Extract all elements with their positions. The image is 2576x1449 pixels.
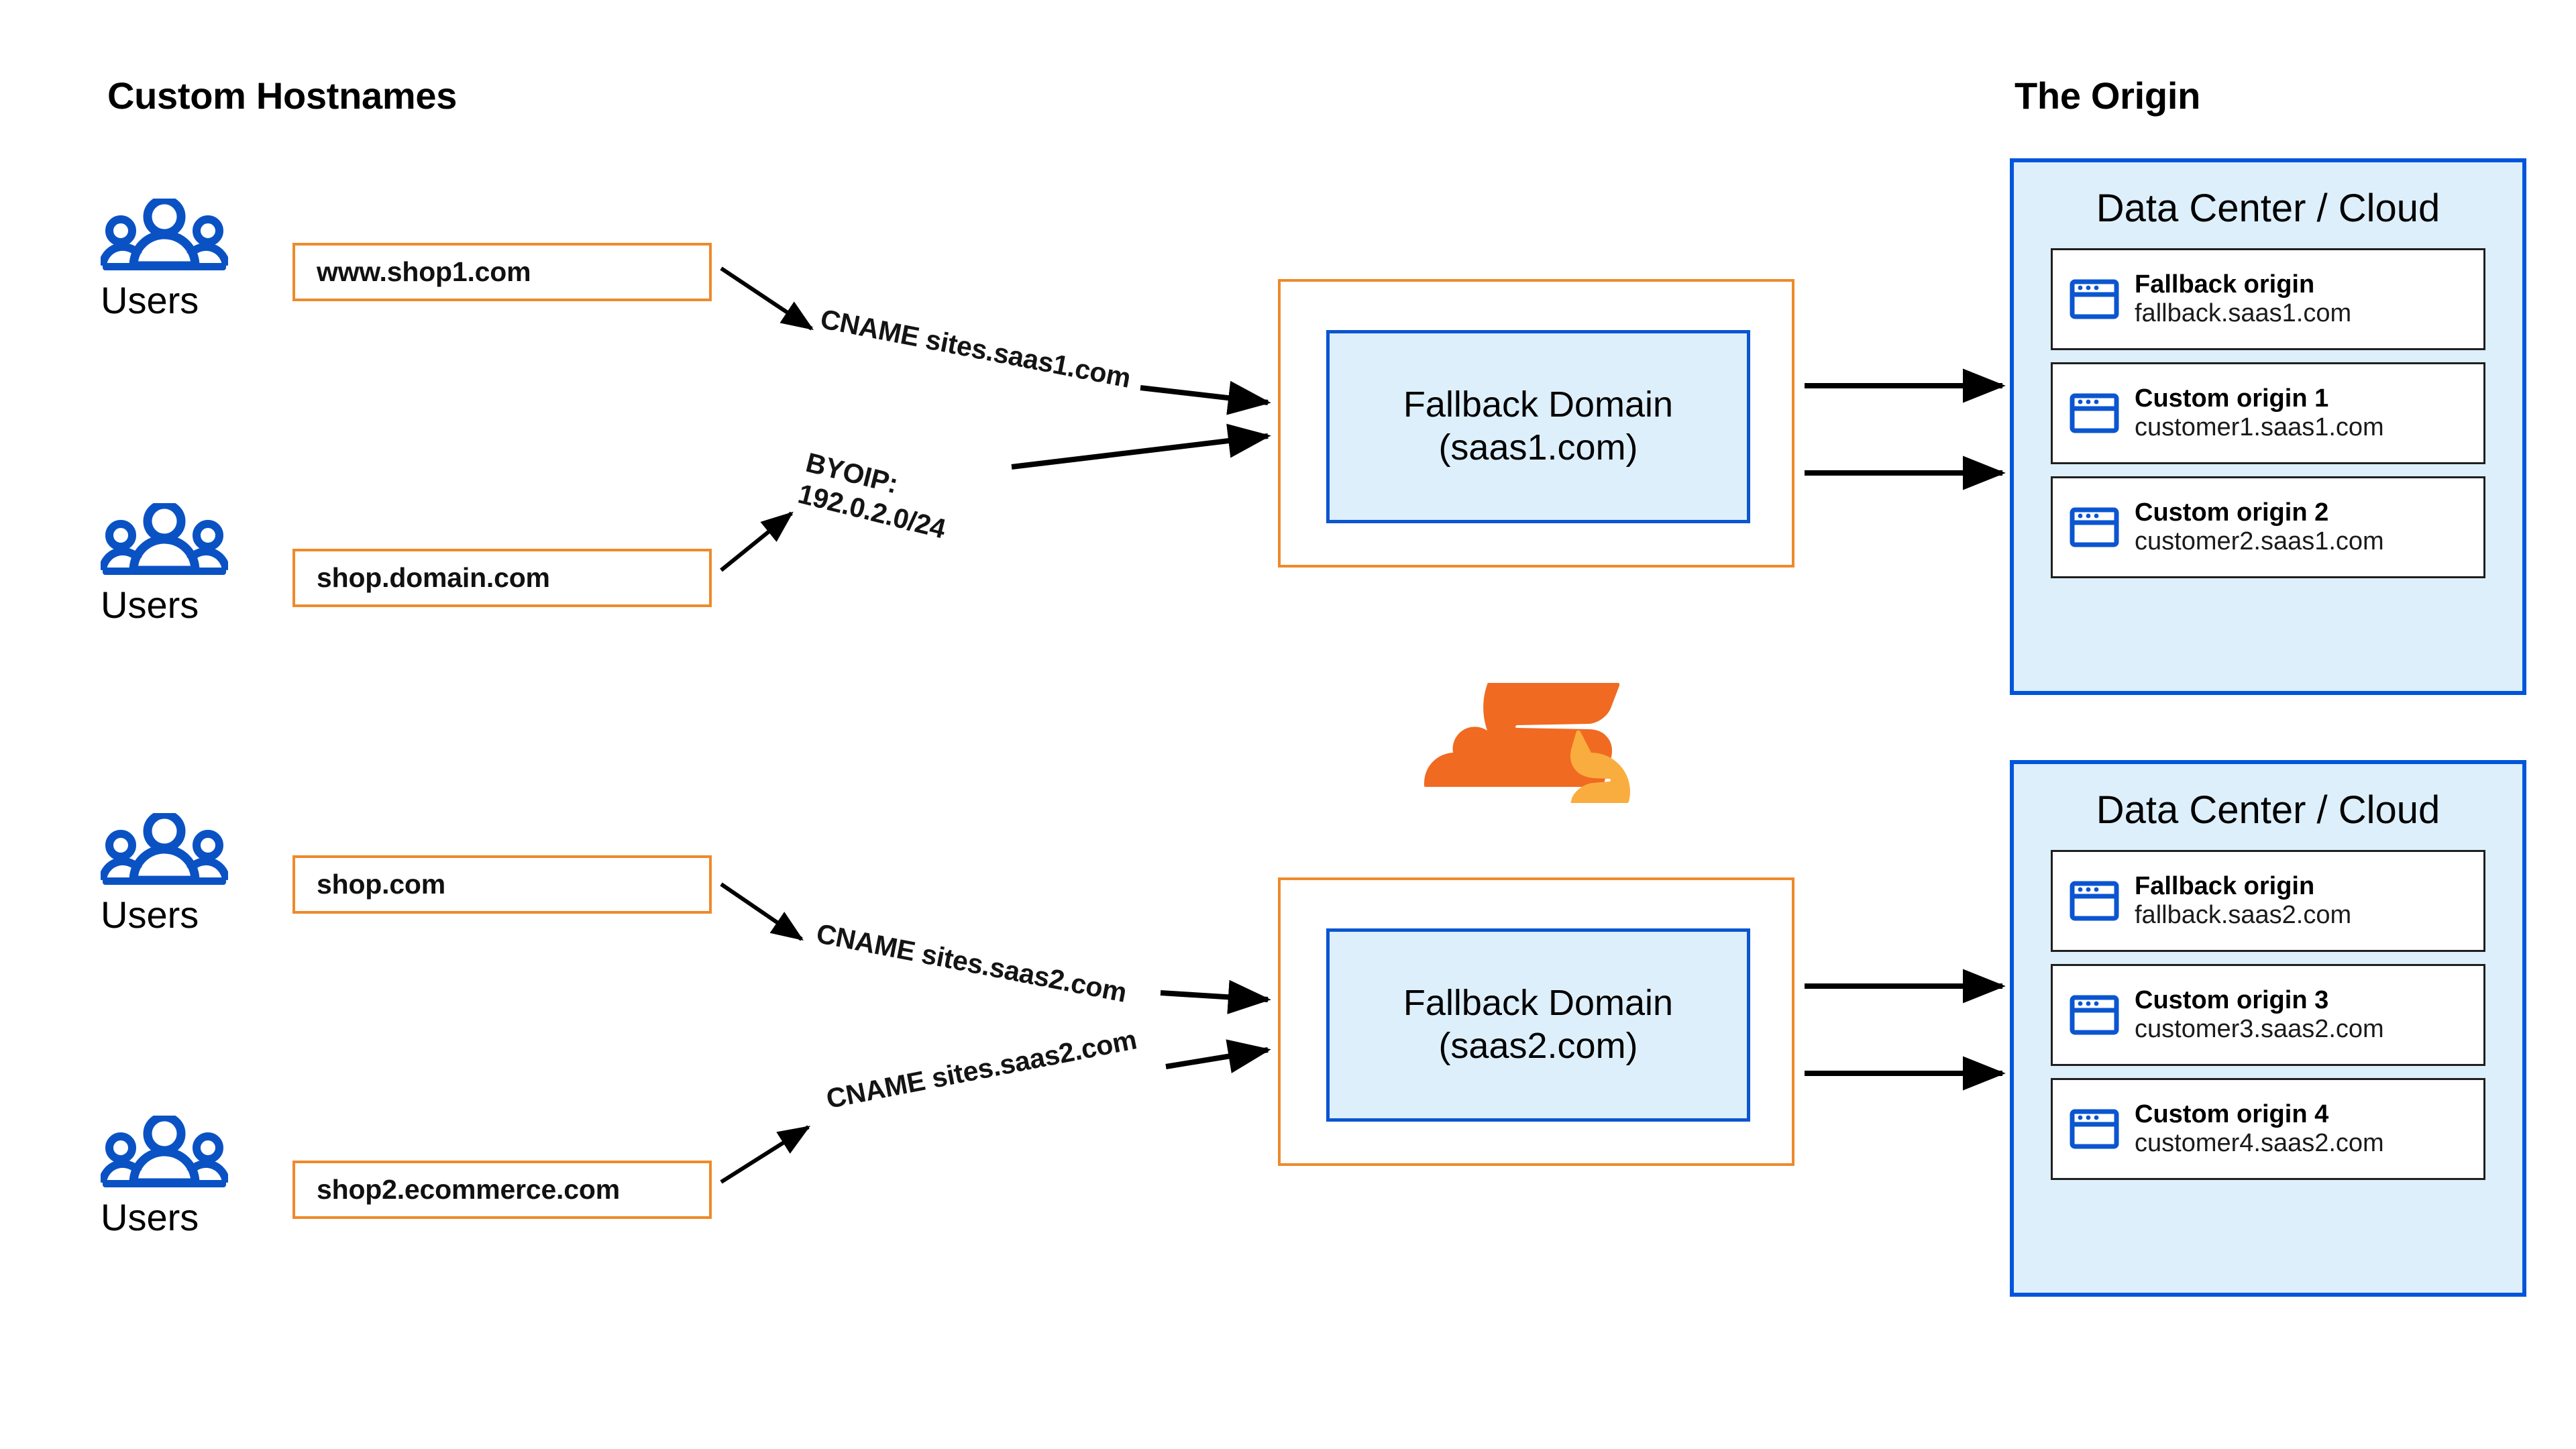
cloudflare-wing-shape — [1570, 730, 1630, 804]
browser-window-icon — [2070, 393, 2119, 433]
fallback-domain-panel-saas1: Fallback Domain (saas1.com) — [1278, 279, 1794, 568]
arrow-label-to-fallback-saas2-a — [1160, 979, 1271, 1014]
browser-window-icon — [2070, 1109, 2119, 1149]
hostname-box-shop2-ecommerce[interactable]: shop2.ecommerce.com — [292, 1161, 712, 1219]
arrow-label-line1: CNAME sites.saas1.com — [818, 303, 1134, 394]
datacenter-panel-2: Data Center / Cloud Fallback origin fall… — [2010, 760, 2526, 1297]
origin-host: customer2.saas1.com — [2135, 527, 2384, 555]
origin-card-custom-origin-2[interactable]: Custom origin 2 customer2.saas1.com — [2051, 476, 2485, 578]
origin-card-custom-origin-1[interactable]: Custom origin 1 customer1.saas1.com — [2051, 362, 2485, 464]
arrow-label-to-fallback-saas2-b — [1165, 1039, 1271, 1073]
origin-name: Custom origin 1 — [2135, 384, 2329, 413]
browser-window-icon — [2070, 279, 2119, 319]
users-label: Users — [101, 584, 199, 626]
origin-card-fallback-saas1[interactable]: Fallback origin fallback.saas1.com — [2051, 248, 2485, 350]
datacenter-title: Data Center / Cloud — [2096, 186, 2440, 230]
arrow-label-cname-saas2-a: CNAME sites.saas2.com — [814, 918, 1129, 1009]
users-group-icon — [101, 813, 228, 885]
origin-text: Custom origin 4 customer4.saas2.com — [2135, 1100, 2384, 1157]
fallback-domain-title: Fallback Domain — [1403, 983, 1674, 1024]
arrow-label-byoip: BYOIP: 192.0.2.0/24 — [795, 447, 957, 545]
origin-list: Fallback origin fallback.saas1.com Custo… — [2051, 248, 2485, 578]
users-group-icon — [101, 503, 228, 575]
users-group-2: Users — [101, 503, 322, 624]
origin-name: Custom origin 2 — [2135, 498, 2329, 527]
origin-name: Fallback origin — [2135, 270, 2315, 299]
users-group-4: Users — [101, 1116, 322, 1236]
users-group-icon — [101, 199, 228, 270]
origin-name: Custom origin 3 — [2135, 986, 2329, 1015]
arrow-label-to-fallback-saas1-a — [1140, 380, 1271, 415]
origin-host: customer4.saas2.com — [2135, 1129, 2384, 1157]
cloudflare-logo — [1415, 637, 1670, 807]
origin-text: Custom origin 2 customer2.saas1.com — [2135, 498, 2384, 555]
datacenter-title: Data Center / Cloud — [2096, 788, 2440, 832]
hostname-value: www.shop1.com — [317, 256, 531, 287]
hostname-value: shop.domain.com — [317, 562, 550, 593]
users-group-icon — [101, 1116, 228, 1187]
origin-text: Custom origin 3 customer3.saas2.com — [2135, 986, 2384, 1043]
users-label: Users — [101, 279, 199, 321]
page-title-custom-hostnames: Custom Hostnames — [107, 74, 458, 117]
arrow-shopdomain-to-label — [720, 511, 794, 572]
users-label: Users — [101, 894, 199, 936]
hostname-box-shop[interactable]: shop.com — [292, 855, 712, 914]
browser-window-icon — [2070, 507, 2119, 547]
origin-list: Fallback origin fallback.saas2.com Custo… — [2051, 850, 2485, 1180]
hostname-value: shop2.ecommerce.com — [317, 1174, 620, 1205]
origin-host: customer3.saas2.com — [2135, 1015, 2384, 1043]
fallback-domain-panel-saas2: Fallback Domain (saas2.com) — [1278, 877, 1794, 1166]
datacenter-panel-1: Data Center / Cloud Fallback origin fall… — [2010, 158, 2526, 695]
hostname-box-www-shop1[interactable]: www.shop1.com — [292, 243, 712, 301]
fallback-domain-box-saas1[interactable]: Fallback Domain (saas1.com) — [1326, 330, 1750, 523]
fallback-domain-title: Fallback Domain — [1403, 384, 1674, 425]
arrow-label-line1: CNAME sites.saas2.com — [824, 1024, 1140, 1115]
page-title-the-origin: The Origin — [2015, 74, 2201, 117]
users-group-3: Users — [101, 813, 322, 934]
fallback-domain-name: (saas1.com) — [1438, 427, 1638, 468]
fallback-domain-name: (saas2.com) — [1438, 1026, 1638, 1066]
arrow-shop2-to-label — [720, 1125, 811, 1184]
origin-text: Fallback origin fallback.saas2.com — [2135, 872, 2351, 929]
arrow-label-cname-saas1: CNAME sites.saas1.com — [818, 303, 1133, 394]
hostname-box-shop-domain[interactable]: shop.domain.com — [292, 549, 712, 607]
users-group-1: Users — [101, 199, 322, 319]
hostname-value: shop.com — [317, 869, 446, 900]
arrow-label-cname-saas2-b: CNAME sites.saas2.com — [824, 1024, 1139, 1115]
origin-card-custom-origin-4[interactable]: Custom origin 4 customer4.saas2.com — [2051, 1078, 2485, 1180]
arrow-shop-to-label — [720, 882, 804, 941]
users-label: Users — [101, 1196, 199, 1238]
arrow-label-line1: CNAME sites.saas2.com — [814, 918, 1130, 1008]
origin-name: Fallback origin — [2135, 872, 2315, 901]
origin-card-fallback-saas2[interactable]: Fallback origin fallback.saas2.com — [2051, 850, 2485, 952]
origin-text: Custom origin 1 customer1.saas1.com — [2135, 384, 2384, 441]
browser-window-icon — [2070, 881, 2119, 921]
fallback-domain-box-saas2[interactable]: Fallback Domain (saas2.com) — [1326, 928, 1750, 1122]
origin-host: customer1.saas1.com — [2135, 413, 2384, 441]
arrow-label-to-fallback-saas1-b — [1011, 423, 1271, 470]
origin-name: Custom origin 4 — [2135, 1100, 2329, 1129]
browser-window-icon — [2070, 995, 2119, 1035]
origin-text: Fallback origin fallback.saas1.com — [2135, 270, 2351, 327]
origin-host: fallback.saas1.com — [2135, 299, 2352, 327]
arrow-shop1-to-label — [720, 266, 814, 331]
origin-host: fallback.saas2.com — [2135, 901, 2352, 929]
origin-card-custom-origin-3[interactable]: Custom origin 3 customer3.saas2.com — [2051, 964, 2485, 1066]
